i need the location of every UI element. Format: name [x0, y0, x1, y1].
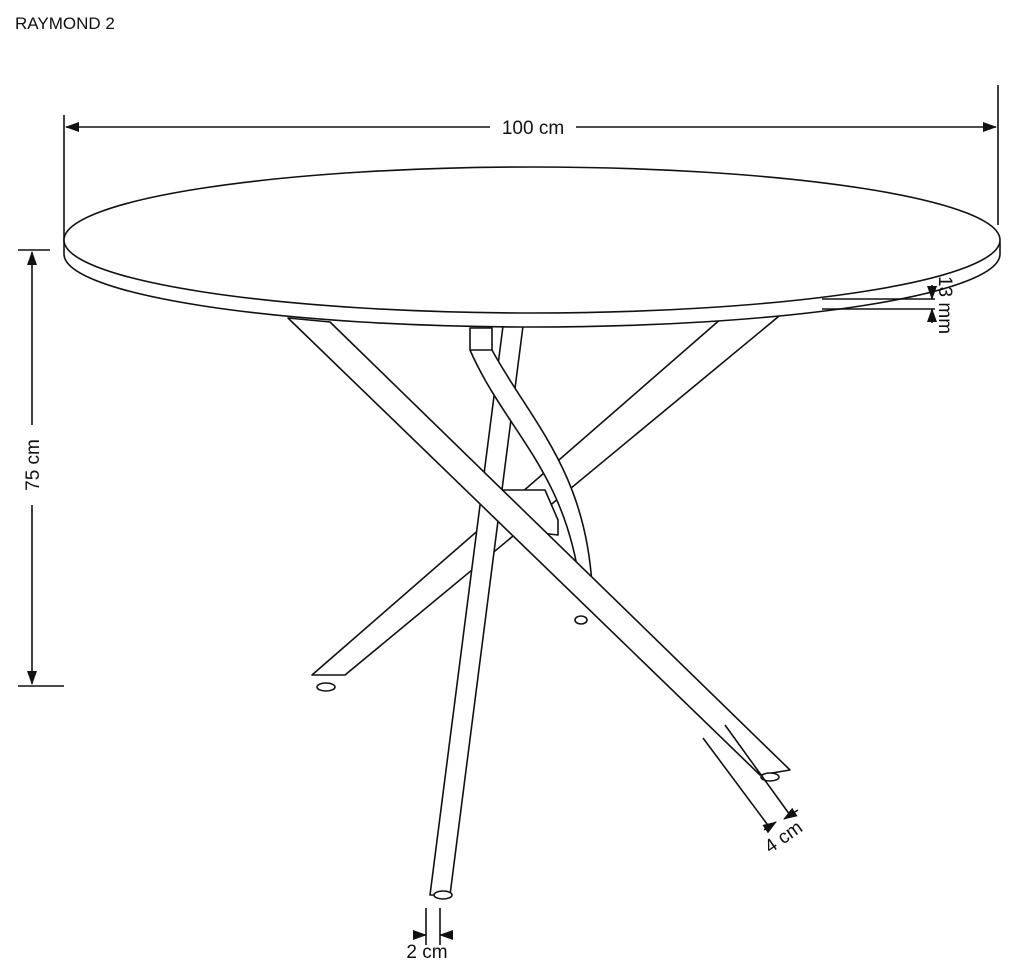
leg-depth-label: 2 cm — [406, 942, 447, 963]
leg-width-label: 4 cm — [761, 817, 807, 858]
table-top — [63, 166, 1001, 328]
width-dimension: 100 cm — [63, 85, 999, 242]
height-dimension: 75 cm — [18, 249, 64, 687]
leg-depth-dimension: 2 cm — [406, 908, 453, 963]
height-label: 75 cm — [23, 439, 44, 491]
width-label: 100 cm — [502, 118, 564, 139]
product-title: RAYMOND 2 — [15, 14, 115, 33]
leg-front-left — [287, 317, 791, 776]
leg-back-right — [311, 311, 785, 676]
thickness-label: 13 mm — [934, 276, 955, 334]
thickness-dimension: 13 mm — [822, 276, 955, 334]
table-legs — [287, 311, 791, 900]
